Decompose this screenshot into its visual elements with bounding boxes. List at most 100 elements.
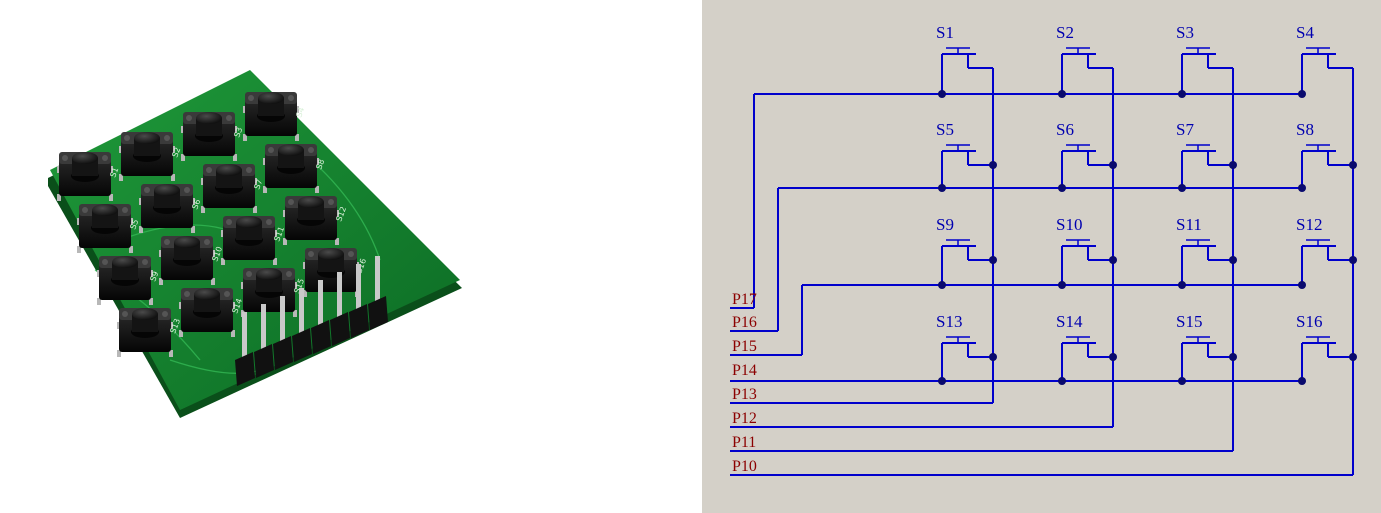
header-pin <box>280 296 285 346</box>
button-cap <box>256 268 282 280</box>
button-cap <box>298 196 324 208</box>
switch-symbol: S14 <box>1056 312 1113 381</box>
switch-label: S10 <box>1056 215 1082 234</box>
button-cap <box>112 256 138 268</box>
header-housing <box>311 320 331 354</box>
junction-dot <box>1298 281 1306 289</box>
switch-symbol: S8 <box>1296 120 1353 188</box>
button-corner <box>288 95 294 101</box>
button-corner <box>246 167 252 173</box>
tactile-button: S13 <box>117 308 182 357</box>
button-corner <box>122 207 128 213</box>
junction-dot <box>1229 353 1237 361</box>
button-pin <box>273 258 277 265</box>
switch-symbol: S3 <box>1176 23 1233 94</box>
switch-label: S11 <box>1176 215 1202 234</box>
junction-dot <box>938 377 946 385</box>
button-pin <box>231 330 235 337</box>
switch-symbol: S11 <box>1176 215 1233 285</box>
button-corner <box>268 147 274 153</box>
tactile-button: S10 <box>159 236 224 285</box>
button-corner <box>102 259 108 265</box>
button-pin <box>221 258 225 265</box>
junction-dot <box>1109 161 1117 169</box>
tactile-button: S12 <box>283 196 348 245</box>
junction-dot <box>938 90 946 98</box>
switch-label: S4 <box>1296 23 1314 42</box>
button-cap <box>278 144 304 156</box>
switch-label: S15 <box>1176 312 1202 331</box>
button-cap <box>72 152 98 164</box>
button-corner <box>308 147 314 153</box>
button-pin <box>253 206 257 213</box>
switch-label: S13 <box>936 312 962 331</box>
switch-symbol: S16 <box>1296 312 1353 381</box>
header-housing <box>368 296 388 330</box>
switch-silkscreen-label: S4 <box>294 106 306 119</box>
switch-silkscreen-label: S8 <box>314 158 326 171</box>
button-pin <box>109 194 113 201</box>
header-pin <box>261 304 266 354</box>
button-corner <box>162 311 168 317</box>
button-corner <box>246 271 252 277</box>
junction-dot <box>1178 281 1186 289</box>
button-cap <box>318 248 344 260</box>
junction-dot <box>989 161 997 169</box>
button-cap <box>154 184 180 196</box>
junction-dot <box>1109 256 1117 264</box>
header-pin <box>337 272 342 322</box>
button-pin <box>191 226 195 233</box>
button-cap <box>236 216 262 228</box>
junction-dot <box>1058 377 1066 385</box>
button-corner <box>124 135 130 141</box>
pin-label: P11 <box>732 434 756 451</box>
button-pin <box>117 350 121 357</box>
junction-dot <box>1058 184 1066 192</box>
button-pin <box>263 186 267 193</box>
junction-dot <box>1109 353 1117 361</box>
header-housing <box>273 336 293 370</box>
switch-silkscreen-label: S6 <box>190 198 202 211</box>
button-pin <box>233 154 237 161</box>
switch-symbol: S4 <box>1296 23 1353 94</box>
button-corner <box>184 187 190 193</box>
button-cap <box>132 308 158 320</box>
switch-symbol: S5 <box>936 120 993 188</box>
switch-symbol: S7 <box>1176 120 1233 188</box>
switch-symbol: S12 <box>1296 215 1353 285</box>
tactile-button: S3 <box>181 112 244 161</box>
button-pin <box>201 206 205 213</box>
header-housing <box>330 312 350 346</box>
switch-silkscreen-label: S3 <box>232 126 244 139</box>
pin-label: P10 <box>732 458 757 475</box>
button-corner <box>226 219 232 225</box>
header-housing <box>235 352 255 386</box>
button-pin <box>159 278 163 285</box>
button-corner <box>266 219 272 225</box>
switch-label: S5 <box>936 120 954 139</box>
button-pin <box>303 290 307 297</box>
button-pin <box>283 238 287 245</box>
button-pin <box>149 298 153 305</box>
switch-label: S3 <box>1176 23 1194 42</box>
header-housing <box>254 344 274 378</box>
junction-dot <box>989 353 997 361</box>
tactile-button: S7 <box>201 164 264 213</box>
tactile-button: S9 <box>97 256 160 305</box>
switch-label: S2 <box>1056 23 1074 42</box>
header-pin <box>318 280 323 330</box>
pin-label: P12 <box>732 410 757 427</box>
junction-dot <box>1298 90 1306 98</box>
button-cap <box>216 164 242 176</box>
tactile-button: S2 <box>119 132 182 181</box>
button-corner <box>102 155 108 161</box>
header-pin <box>356 264 361 314</box>
button-pin <box>335 238 339 245</box>
junction-dot <box>1229 161 1237 169</box>
junction-dot <box>1229 256 1237 264</box>
button-corner <box>308 251 314 257</box>
button-corner <box>328 199 334 205</box>
junction-dot <box>1058 281 1066 289</box>
button-corner <box>164 135 170 141</box>
button-cap <box>196 112 222 124</box>
